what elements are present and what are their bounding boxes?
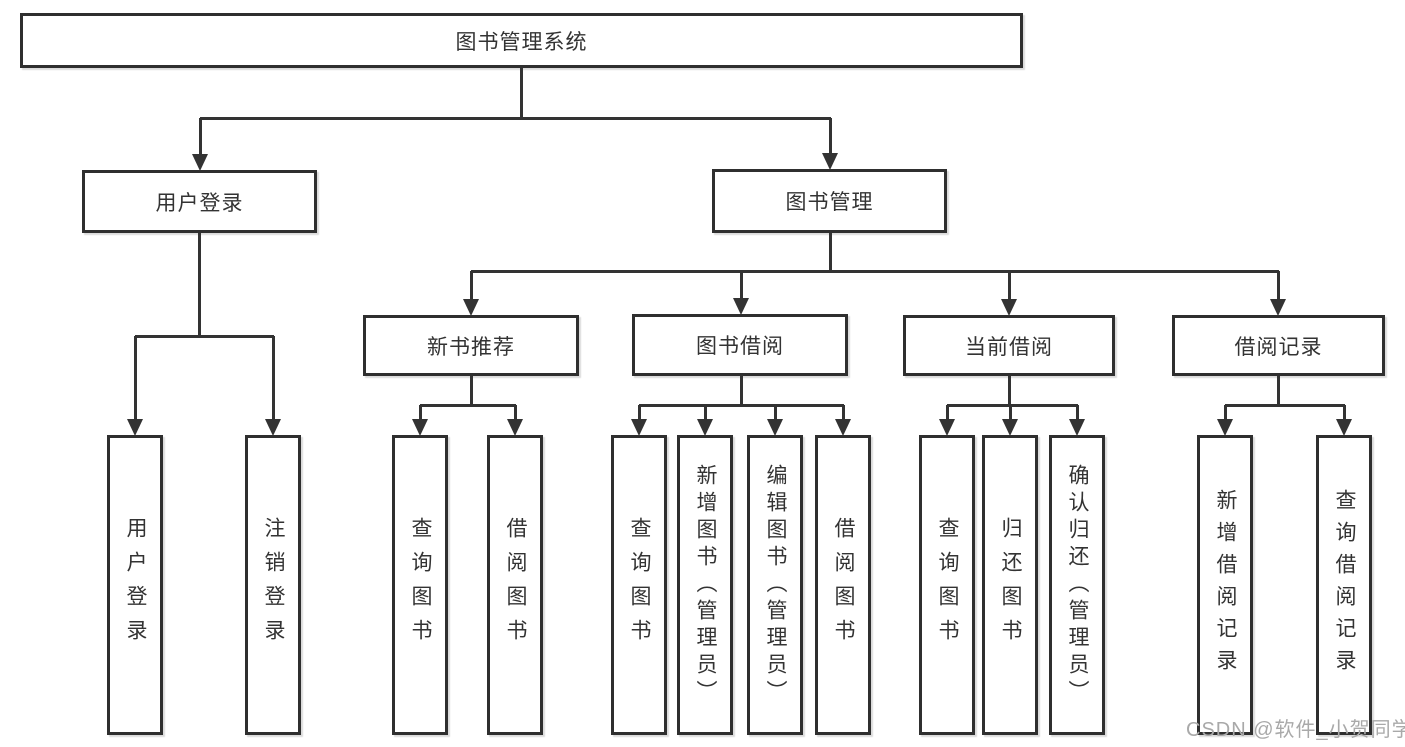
leaf-label: 用户登录 — [124, 517, 147, 653]
connector-line — [469, 376, 473, 406]
connector-line — [519, 68, 523, 119]
leaf-user-login: 用户登录 — [107, 435, 163, 735]
leaf-return-books: 归还图书 — [982, 435, 1038, 735]
connector-line — [513, 405, 517, 422]
arrowhead-down-icon — [412, 419, 428, 436]
node-book-management: 图书管理 — [712, 169, 947, 233]
arrowhead-down-icon — [835, 419, 851, 436]
leaf-label: 新增图书（管理员） — [694, 463, 717, 707]
arrowhead-down-icon — [822, 153, 838, 170]
node-label: 当前借阅 — [965, 335, 1053, 359]
connector-line — [1276, 271, 1280, 302]
connector-line — [1007, 271, 1011, 302]
connector-line — [947, 403, 1078, 407]
connector-line — [198, 118, 202, 157]
arrowhead-down-icon — [767, 419, 783, 436]
node-current-borrowing: 当前借阅 — [903, 315, 1115, 376]
leaf-query-books-borrowing: 查询图书 — [611, 435, 667, 735]
arrowhead-down-icon — [1069, 419, 1085, 436]
node-label: 用户登录 — [155, 191, 244, 215]
connector-line — [271, 336, 275, 422]
node-label: 图书借阅 — [696, 335, 784, 358]
node-label: 新书推荐 — [427, 335, 515, 359]
arrowhead-down-icon — [507, 419, 523, 436]
connector-line — [1075, 405, 1079, 422]
connector-line — [703, 405, 707, 422]
arrowhead-down-icon — [1217, 419, 1233, 436]
leaf-label: 查询图书 — [409, 517, 432, 653]
connector-line — [945, 405, 949, 422]
node-borrowing-records: 借阅记录 — [1172, 315, 1385, 376]
connector-line — [1225, 403, 1345, 407]
connector-line — [420, 403, 516, 407]
connector-line — [828, 118, 832, 156]
connector-line — [841, 405, 845, 422]
leaf-label: 借阅图书 — [504, 517, 527, 653]
leaf-label: 新增借阅记录 — [1214, 489, 1237, 681]
connector-line — [1223, 405, 1227, 422]
csdn-watermark: CSDN @软件_小贺同学 — [1186, 719, 1405, 741]
connector-line — [133, 336, 137, 422]
connector-line — [1007, 376, 1011, 406]
leaf-label: 编辑图书（管理员） — [764, 463, 787, 707]
connector-line — [135, 334, 274, 338]
node-new-book-recommend: 新书推荐 — [363, 315, 579, 376]
arrowhead-down-icon — [463, 299, 479, 316]
connector-line — [637, 405, 641, 422]
leaf-add-books-admin: 新增图书（管理员） — [677, 435, 733, 735]
arrowhead-down-icon — [733, 298, 749, 315]
leaf-label: 查询借阅记录 — [1333, 489, 1356, 681]
node-root-system: 图书管理系统 — [20, 13, 1023, 68]
arrowhead-down-icon — [1336, 419, 1352, 436]
leaf-edit-books-admin: 编辑图书（管理员） — [747, 435, 803, 735]
arrowhead-down-icon — [192, 154, 208, 171]
leaf-label: 查询图书 — [936, 517, 959, 653]
node-book-borrowing: 图书借阅 — [632, 314, 848, 376]
leaf-query-books-current: 查询图书 — [919, 435, 975, 735]
leaf-logout: 注销登录 — [245, 435, 301, 735]
leaf-borrow-books: 借阅图书 — [815, 435, 871, 735]
connector-line — [418, 405, 422, 422]
leaf-borrow-books-recommend: 借阅图书 — [487, 435, 543, 735]
arrowhead-down-icon — [1270, 299, 1286, 316]
node-label: 图书管理 — [785, 191, 874, 214]
connector-line — [739, 375, 743, 406]
connector-line — [1276, 376, 1280, 406]
arrowhead-down-icon — [1001, 299, 1017, 316]
arrowhead-down-icon — [631, 419, 647, 436]
leaf-query-books-recommend: 查询图书 — [392, 435, 448, 735]
arrowhead-down-icon — [265, 419, 281, 436]
leaf-label: 确认归还（管理员） — [1066, 463, 1089, 707]
connector-line — [469, 271, 473, 302]
leaf-confirm-return-admin: 确认归还（管理员） — [1049, 435, 1105, 735]
connector-line — [828, 233, 832, 272]
leaf-label: 借阅图书 — [832, 517, 855, 653]
leaf-query-borrow-record: 查询借阅记录 — [1316, 435, 1372, 735]
leaf-add-borrow-record: 新增借阅记录 — [1197, 435, 1253, 735]
arrowhead-down-icon — [127, 419, 143, 436]
node-label: 图书管理系统 — [455, 30, 588, 54]
leaf-label: 查询图书 — [628, 517, 651, 653]
node-label: 借阅记录 — [1234, 335, 1323, 359]
leaf-label: 归还图书 — [999, 517, 1022, 653]
arrowhead-down-icon — [1002, 419, 1018, 436]
connector-line — [471, 269, 1279, 273]
connector-line — [197, 233, 201, 338]
node-user-login: 用户登录 — [82, 170, 317, 233]
leaf-label: 注销登录 — [262, 517, 285, 653]
connector-line — [1342, 405, 1346, 422]
connector-line — [639, 403, 844, 407]
connector-line — [200, 116, 831, 120]
connector-line — [1008, 405, 1012, 422]
connector-line — [739, 271, 743, 301]
arrowhead-down-icon — [939, 419, 955, 436]
connector-line — [773, 405, 777, 422]
arrowhead-down-icon — [697, 419, 713, 436]
